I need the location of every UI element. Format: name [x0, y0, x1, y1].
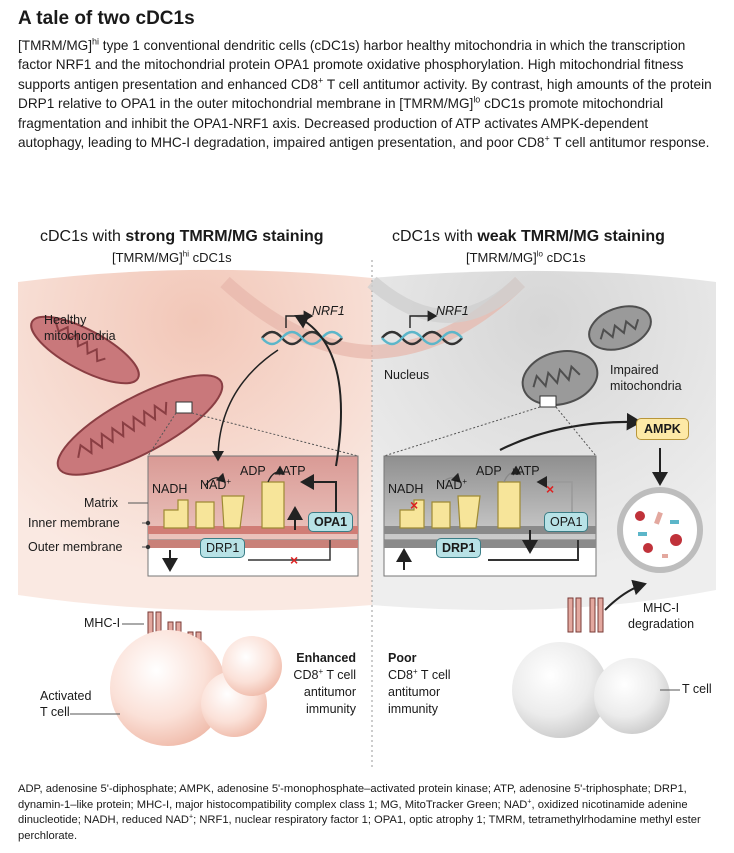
left-heading: cDC1s with strong TMRM/MG staining: [40, 228, 324, 245]
adp-left: ADP: [240, 464, 266, 478]
left-subheading: [TMRM/MG]hi cDC1s: [112, 249, 232, 265]
dna-right: [381, 310, 463, 346]
diagram-artwork: × × ×: [18, 260, 716, 768]
svg-text:×: ×: [546, 481, 554, 497]
outer-membrane-label: Outer membrane: [28, 540, 123, 554]
respiratory-complexes-right: [399, 481, 521, 529]
respiratory-complexes-left: [163, 481, 285, 529]
t-cell-label: T cell: [682, 682, 712, 696]
atp-left: ↑ATP: [276, 464, 306, 478]
summary-text: [TMRM/MG]hi type 1 conventional dendriti…: [18, 36, 712, 151]
atp-right: ↓ATP: [510, 464, 540, 478]
nad-right: NAD+: [436, 476, 468, 492]
nrf1-gene-right: NRF1: [436, 304, 469, 318]
mhc-label-left: MHC-I: [84, 616, 121, 630]
nrf1-gene-left: NRF1: [312, 304, 345, 318]
inner-membrane-label: Inner membrane: [28, 516, 120, 530]
diagram: × × ×: [0, 220, 734, 768]
right-heading: cDC1s with weak TMRM/MG staining: [392, 228, 665, 245]
drp1-left: DRP1: [200, 538, 246, 558]
drp1-right: DRP1: [436, 538, 482, 558]
opa1-right: OPA1: [544, 512, 589, 532]
impaired-mitochondria: [521, 305, 652, 408]
abbreviations-footer: ADP, adenosine 5'-diphosphate; AMPK, ade…: [18, 783, 701, 842]
activated-t-cell: [110, 630, 282, 746]
ampk-label: AMPK: [636, 418, 689, 440]
t-cell: [512, 642, 670, 738]
matrix-label: Matrix: [84, 496, 119, 510]
nucleus-label: Nucleus: [384, 368, 430, 382]
opa1-left: OPA1: [308, 512, 354, 532]
svg-text:×: ×: [410, 497, 418, 513]
mhc-molecules-right: [567, 597, 604, 633]
autophagosome: [617, 487, 703, 573]
nadh-right: NADH: [388, 482, 424, 496]
figure-title: A tale of two cDC1s: [18, 8, 195, 29]
healthy-mitochondria: [30, 315, 224, 476]
svg-text:×: ×: [290, 552, 298, 568]
nad-left: NAD+: [200, 476, 232, 492]
adp-right: ADP: [476, 464, 502, 478]
nadh-left: NADH: [152, 482, 188, 496]
right-subheading: [TMRM/MG]lo cDC1s: [466, 249, 586, 265]
